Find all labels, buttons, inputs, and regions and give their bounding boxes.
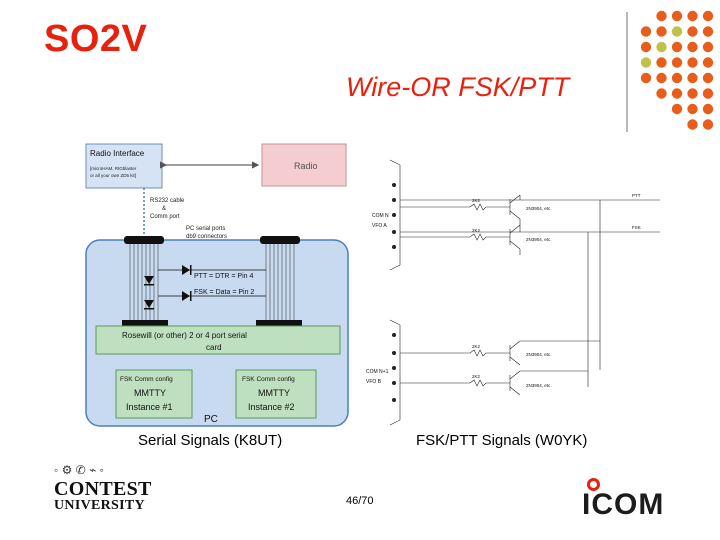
port-wires — [129, 244, 295, 320]
radio-interface-note2: or all your own ZD5 kit] — [90, 173, 136, 178]
ptt-label: PTT = DTR = Pin 4 — [194, 273, 253, 280]
resistor-label-3: 2K2 — [472, 344, 481, 349]
cu-logo-line1: CONTEST — [54, 478, 152, 500]
decorative-dot — [671, 88, 683, 99]
decorative-dot — [656, 88, 667, 99]
resistor-label-1: 2K2 — [472, 198, 481, 203]
decorative-dot — [687, 57, 698, 68]
divider-line — [626, 12, 628, 132]
radio-interface-title: Radio Interface — [90, 149, 145, 158]
decorative-dot — [656, 41, 667, 53]
diode-ptt — [158, 265, 266, 275]
decorative-dot — [702, 41, 714, 53]
transistor-label-2: 2N3904, etc. — [526, 237, 552, 242]
card-port-2 — [256, 320, 302, 326]
card-label1: Rosewill (or other) 2 or 4 port serial — [122, 331, 247, 340]
port-b-label1: COM N+1 — [366, 369, 389, 375]
config2-line1: MMTTY — [258, 388, 290, 398]
radio-interface-box — [85, 143, 163, 189]
left-figure-caption: Serial Signals (K8UT) — [138, 432, 283, 449]
fsk-ptt-schematic: COM N VFO A COM N+1 VFO B 2K2 2K2 2K2 2K… — [366, 159, 660, 426]
decorative-dot — [640, 72, 652, 84]
decorative-dot — [656, 26, 667, 37]
slide-title: SO2V — [44, 18, 148, 60]
right-figure-caption: FSK/PTT Signals (W0YK) — [416, 432, 588, 449]
cu-logo-icons: ◦ ⚙ ✆ ⌁ ◦ — [54, 463, 104, 477]
decorative-dot — [671, 57, 683, 68]
card-label2: card — [206, 343, 222, 352]
decorative-dot — [702, 26, 714, 37]
decorative-dot-grid — [640, 10, 714, 130]
output-fsk-label: FSK — [632, 225, 641, 230]
contest-university-logo: ◦ ⚙ ✆ ⌁ ◦ CONTEST UNIVERSITY — [54, 463, 152, 519]
decorative-dot — [702, 10, 714, 22]
config1-line2: Instance #1 — [126, 402, 173, 412]
slide-subtitle: Wire-OR FSK/PTT — [346, 72, 570, 102]
decorative-dot — [671, 41, 683, 53]
decorative-dot — [687, 41, 698, 53]
decorative-dot — [687, 103, 698, 115]
decorative-dot — [656, 57, 667, 68]
resistor-label-4: 2K2 — [472, 374, 481, 379]
decorative-dot — [687, 72, 698, 84]
diode-vertical — [144, 276, 154, 310]
cable-label2: & — [162, 206, 166, 212]
cu-logo-line2: UNIVERSITY — [54, 498, 145, 513]
ports-label1: PC serial ports — [186, 226, 225, 232]
decorative-dot — [671, 72, 683, 84]
decorative-dot — [702, 103, 714, 115]
ports-label2: db9 connectors — [186, 234, 227, 240]
decorative-dot — [656, 72, 667, 84]
decorative-dot — [687, 10, 698, 22]
decorative-dot — [640, 41, 652, 53]
decorative-dot — [702, 72, 714, 84]
config2-line2: Instance #2 — [248, 402, 295, 412]
serial-card — [95, 325, 341, 355]
output-ptt-label: PTT — [632, 193, 641, 198]
config1-title: FSK Comm config — [120, 376, 173, 383]
radio-interface-note1: [microHAM, RIGblaster — [90, 166, 137, 171]
card-port-1 — [122, 320, 168, 326]
decorative-dot — [702, 119, 714, 130]
radio-box — [261, 143, 347, 187]
port-b-label2: VFO B — [366, 379, 382, 385]
port-a-label2: VFO A — [372, 223, 387, 229]
radio-label: Radio — [294, 161, 318, 171]
transistor-label-4: 2N3904, etc. — [526, 383, 552, 388]
config-box-1 — [115, 369, 193, 419]
decorative-dot — [687, 88, 698, 99]
serial-signals-diagram: Radio Interface [microHAM, RIGblaster or… — [85, 143, 349, 427]
decorative-dot — [671, 103, 683, 115]
port-a-label1: COM N — [372, 213, 389, 219]
decorative-dot — [671, 26, 683, 37]
icom-ring-icon — [587, 478, 600, 491]
config-box-2 — [235, 369, 317, 419]
serial-port-2 — [260, 236, 300, 244]
decorative-dot — [702, 88, 714, 99]
decorative-dot — [687, 119, 698, 130]
cable-label3: Comm port — [150, 214, 180, 220]
decorative-dot — [640, 26, 652, 37]
diode-fsk — [158, 291, 266, 301]
decorative-dot — [640, 57, 652, 68]
config1-line1: MMTTY — [134, 388, 166, 398]
cable-label1: RS232 cable — [150, 198, 185, 204]
decorative-dot — [702, 57, 714, 68]
transistor-label-1: 2N3904, etc. — [526, 206, 552, 211]
transistor-label-3: 2N3904, etc. — [526, 352, 552, 357]
decorative-dot — [671, 10, 683, 22]
resistor-label-2: 2K2 — [472, 228, 481, 233]
config2-title: FSK Comm config — [242, 376, 295, 383]
decorative-dot — [687, 26, 698, 37]
icom-logo: ICOM — [582, 476, 670, 522]
decorative-dot — [656, 10, 667, 22]
serial-port-1 — [124, 236, 164, 244]
fsk-label: FSK = Data = Pin 2 — [194, 289, 254, 296]
pc-label: PC — [204, 414, 218, 425]
page-number: 46/70 — [346, 495, 374, 507]
icom-logo-text: ICOM — [582, 488, 665, 521]
